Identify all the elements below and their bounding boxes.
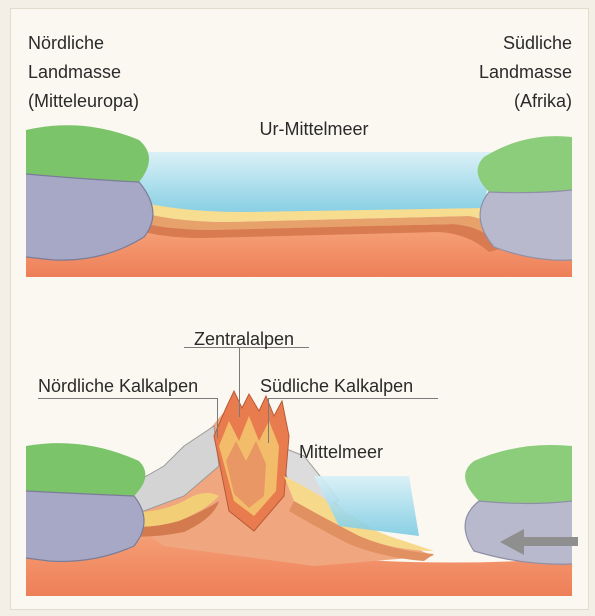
north-landmass-vegetation-bottom: [26, 443, 145, 496]
north-limestone-leader-v: [217, 398, 218, 438]
north-limestone-label: Nördliche Kalkalpen: [38, 373, 198, 399]
ur-mittelmeer-sea: [124, 152, 492, 212]
north-landmass-line1: Nördliche: [28, 30, 104, 56]
north-landmass-vegetation: [26, 125, 149, 182]
zentralalpen-leader-v: [239, 347, 240, 417]
south-limestone-label: Südliche Kalkalpen: [260, 373, 413, 399]
zentralalpen-label: Zentralalpen: [179, 326, 309, 352]
top-panel: Nördliche Landmasse (Mitteleuropa) Südli…: [14, 12, 584, 287]
south-landmass-vegetation-bottom: [465, 445, 572, 504]
south-landmass-line3: (Afrika): [514, 88, 572, 114]
north-landmass-line3: (Mitteleuropa): [28, 88, 139, 114]
south-landmass-line1: Südliche: [503, 30, 572, 56]
north-landmass-line2: Landmasse: [28, 59, 121, 85]
south-limestone-leader-v: [268, 398, 269, 443]
ur-mittelmeer-label: Ur-Mittelmeer: [224, 116, 404, 142]
south-landmass-vegetation: [478, 136, 572, 193]
mittelmeer-label: Mittelmeer: [299, 439, 383, 465]
bottom-panel: Zentralalpen Nördliche Kalkalpen Südlich…: [14, 296, 584, 604]
south-landmass-line2: Landmasse: [479, 59, 572, 85]
